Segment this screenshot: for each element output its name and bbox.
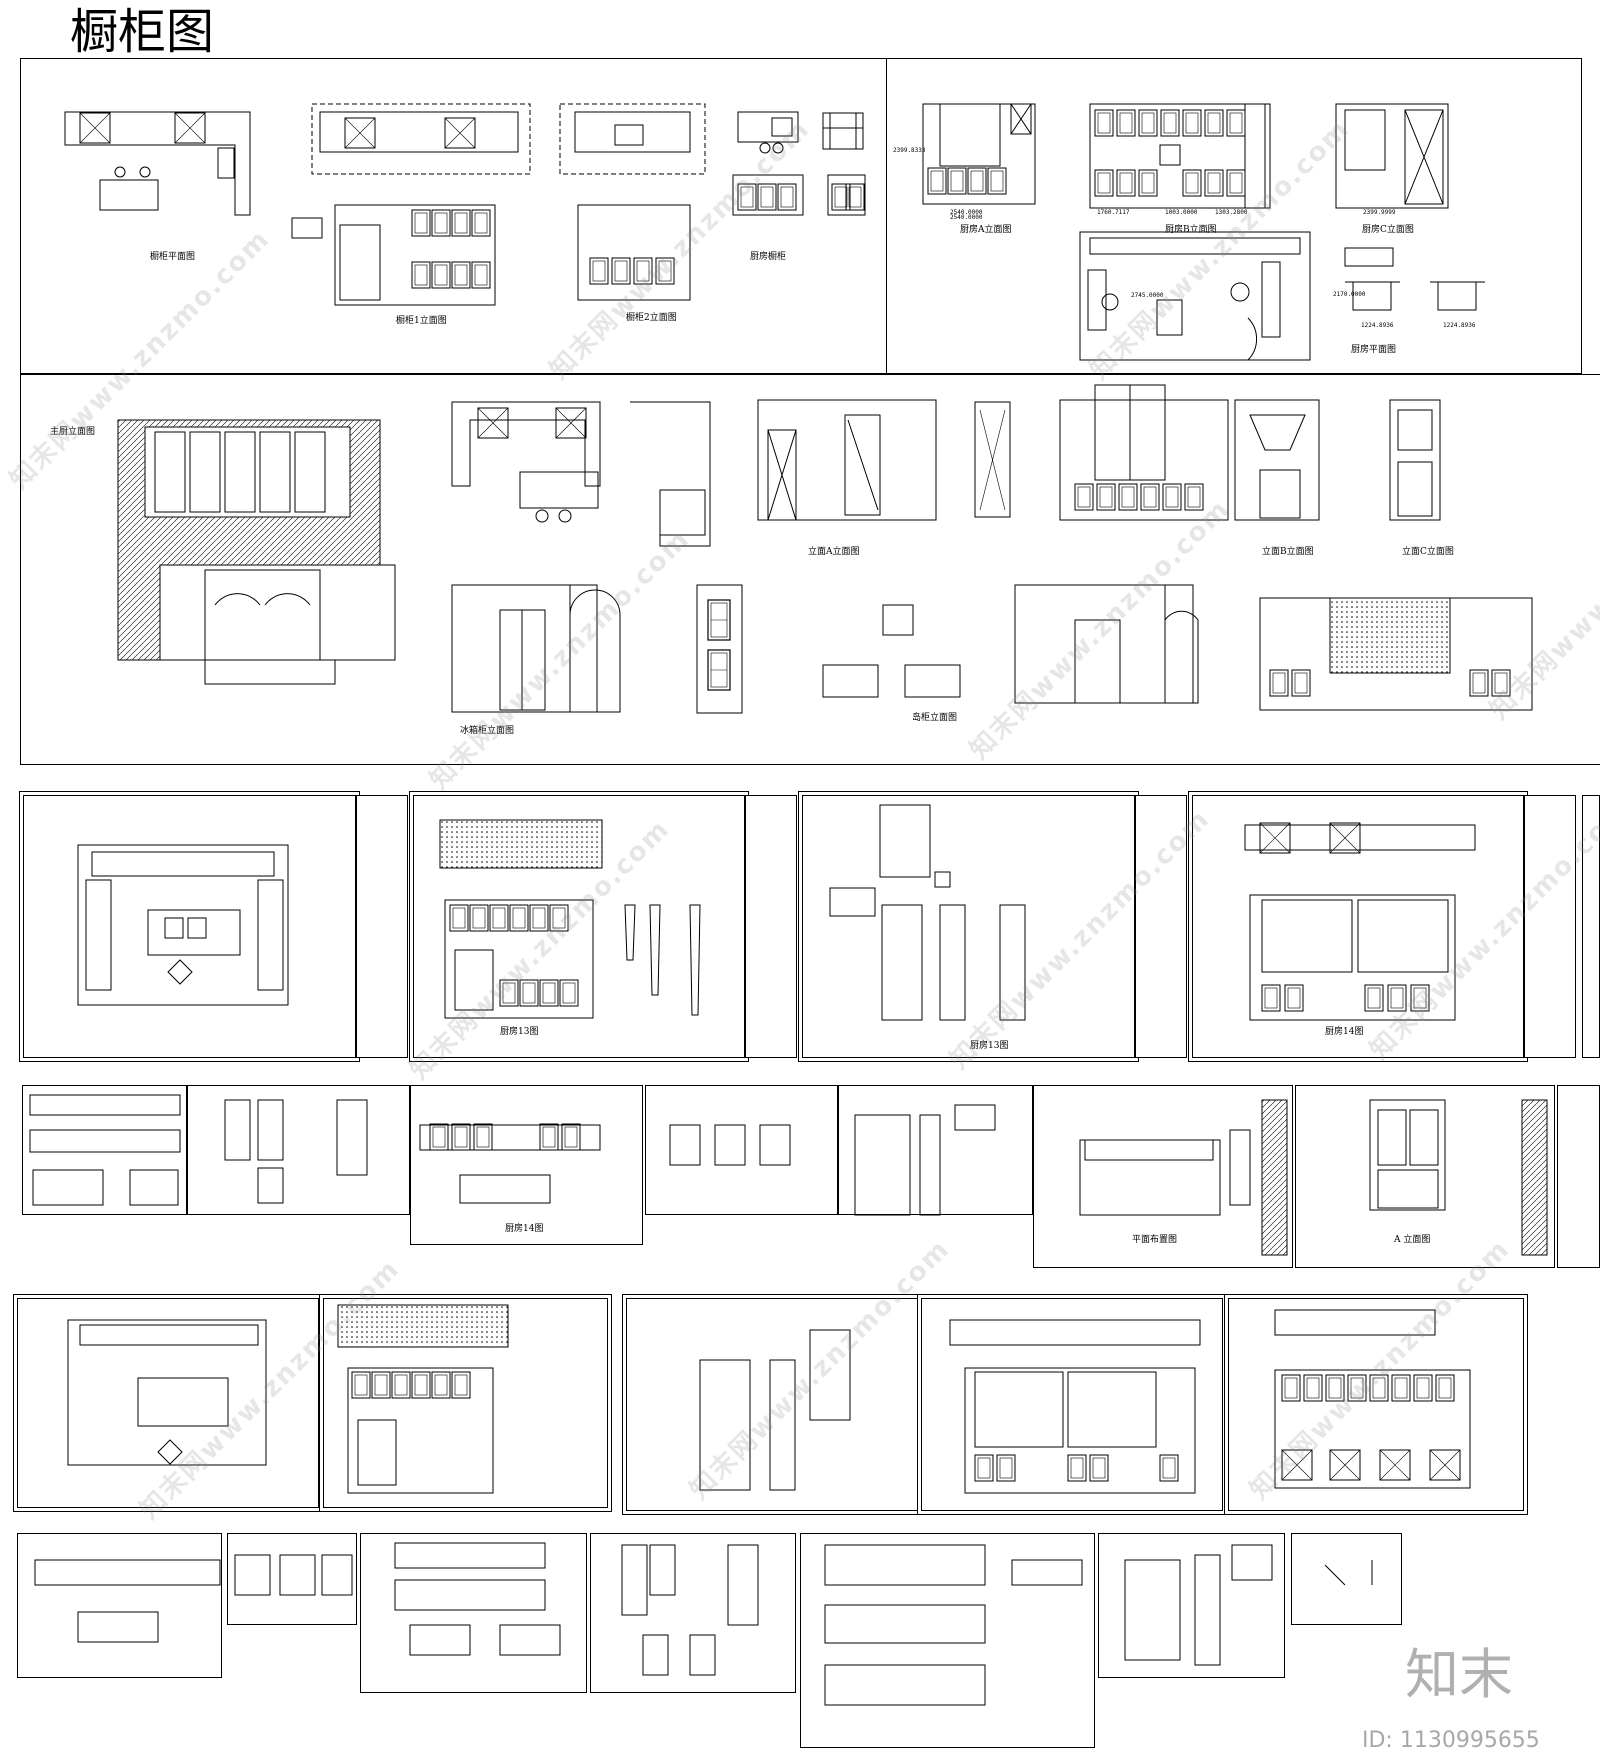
label-kitchen-detail: 厨房橱柜 [750,252,787,262]
dim-6: 1303.2800 [1215,209,1248,216]
label-r4-s7: 平面布置图 [1132,1235,1178,1245]
label-fridge-elev: 冰箱柜立面图 [460,726,515,736]
sheet-r4-5 [838,1085,1033,1215]
page-title: 橱柜图 [70,4,215,60]
sheet-r6-7 [1291,1533,1402,1625]
watermark-logo: 知末 [1405,1643,1513,1706]
label-cab-a: 立面A立面图 [808,547,860,557]
watermark-image-id: ID: 1130995655 [1362,1728,1540,1753]
sheet-r4-8 [1557,1085,1600,1268]
panel-top [20,58,1582,374]
dim-9: 1224.8936 [1361,322,1394,329]
dim-2: 2540.0000 [950,214,983,221]
sheet-r3-2b [745,795,797,1058]
sheet-r6-3 [360,1533,587,1693]
dim-7: 2399.9999 [1363,209,1396,216]
sheet-r6-6 [1098,1533,1285,1678]
sheet-r4-4 [645,1085,838,1215]
label-cab-b: 立面B立面图 [1262,547,1314,557]
label-r4-s3: 厨房14图 [505,1224,544,1234]
label-kitchen-a-elev: 厨房A立面图 [960,225,1012,235]
label-r4-s8: A 立面图 [1394,1235,1431,1245]
sheet-r6-5 [800,1533,1095,1748]
label-kitchen-c-elev: 厨房C立面图 [1362,225,1414,235]
label-r3-s4: 厨房14图 [1325,1027,1364,1037]
label-island-elev: 岛柜立面图 [912,713,958,723]
sheet-r4-1 [22,1085,187,1215]
sheet-r6-1 [17,1533,222,1678]
sheet-r4-2 [187,1085,410,1215]
dim-5: 1003.0000 [1165,209,1198,216]
label-kitchen-plan: 厨房平面图 [1351,345,1397,355]
label-kitchen-b-elev: 厨房B立面图 [1165,225,1217,235]
sheet-r5-5 [1228,1298,1524,1511]
panel-second [20,374,1600,765]
sheet-r3-4b [1524,795,1576,1058]
sheet-r6-2 [227,1533,357,1625]
label-r3-s3: 厨房13图 [970,1041,1009,1051]
dim-8: 2170.0000 [1333,291,1366,298]
panel-top-divider [886,58,887,374]
sheet-r6-4 [590,1533,796,1693]
sheet-r3-3b [1135,795,1187,1058]
sheet-r3-3 [802,795,1135,1058]
dim-1: 2540.0000 [950,209,983,216]
label-r3-s2: 厨房13图 [500,1027,539,1037]
dim-11: 2745.0000 [1131,292,1164,299]
dim-10: 1224.8936 [1443,322,1476,329]
sheet-r5-4 [921,1298,1223,1511]
sheet-r5-3 [626,1298,919,1511]
label-cabinet-elev-1: 橱柜1立面图 [396,316,447,326]
label-cabinet-elev-2: 橱柜2立面图 [626,313,677,323]
sheet-r4-7 [1295,1085,1555,1268]
sheet-r3-1b [356,795,408,1058]
label-main-elev: 主厨立面图 [50,427,96,437]
dim-4: 1760.7117 [1097,209,1130,216]
dim-3: 2399.8333 [893,147,926,154]
sheet-r5-1 [17,1298,319,1508]
label-cab-c: 立面C立面图 [1402,547,1454,557]
label-cabinet-plan: 橱柜平面图 [150,252,196,262]
sheet-r4-3 [410,1085,643,1245]
